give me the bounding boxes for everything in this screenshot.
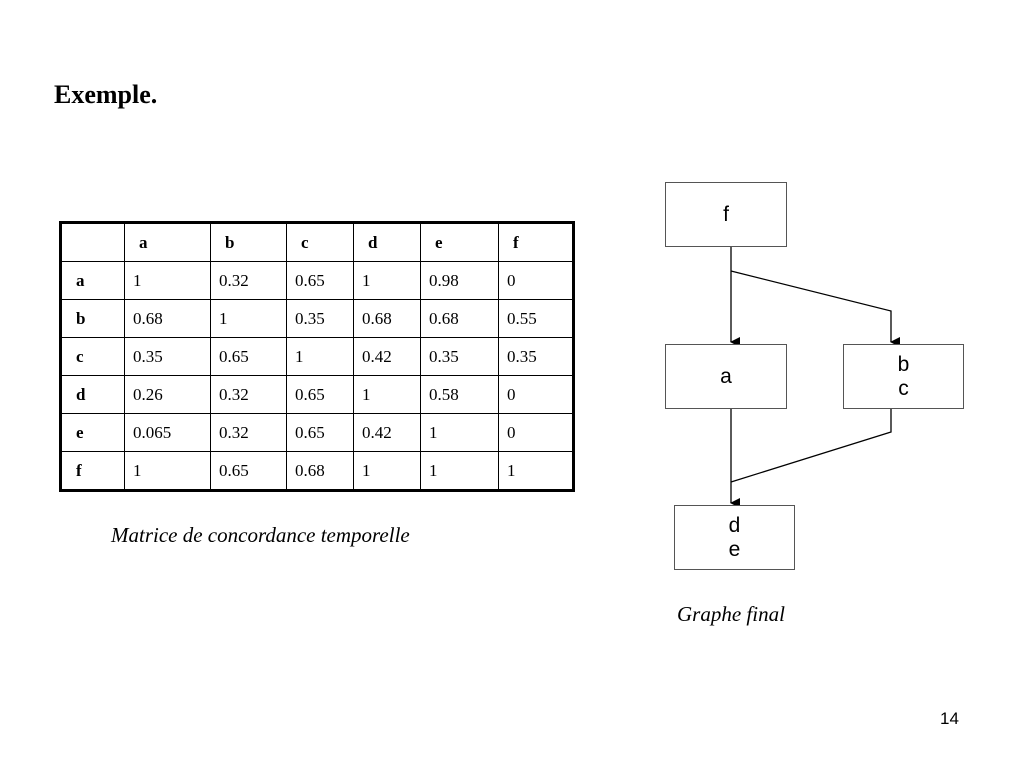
matrix-cell: 1	[124, 451, 211, 491]
matrix-cell: 1	[353, 261, 421, 300]
graph-caption: Graphe final	[677, 602, 785, 626]
matrix-cell: 0.65	[210, 451, 287, 491]
matrix-row-header: b	[60, 299, 125, 338]
matrix-cell: 0.68	[124, 299, 211, 338]
matrix-cell: 0.35	[124, 337, 211, 376]
matrix-column-header: c	[286, 222, 354, 262]
page-number: 14	[940, 709, 959, 728]
matrix-cell: 0.26	[124, 375, 211, 414]
graph-node-label: e	[728, 537, 741, 561]
matrix-cell: 1	[420, 451, 499, 491]
matrix-cell: 0.35	[286, 299, 354, 338]
table-row: d 0.26 0.32 0.65 1 0.58 0	[60, 375, 574, 414]
graph-node-label: b	[897, 352, 910, 376]
matrix-column-header: e	[420, 222, 499, 262]
concordance-matrix: a b c d e f a 1 0.32 0.65 1 0.98 0 b 0.6…	[59, 221, 575, 492]
edge-bc-to-de	[730, 409, 892, 483]
matrix-cell: 0	[498, 261, 574, 300]
matrix-cell: 0.68	[286, 451, 354, 491]
matrix-row-header: f	[60, 451, 125, 491]
table-row: c 0.35 0.65 1 0.42 0.35 0.35	[60, 337, 574, 376]
table-row: f 1 0.65 0.68 1 1 1	[60, 451, 574, 491]
graph-node-de: d e	[674, 505, 795, 570]
matrix-cell: 0	[498, 413, 574, 452]
matrix-cell: 0.65	[286, 261, 354, 300]
matrix-cell: 1	[124, 261, 211, 300]
slide-title: Exemple.	[54, 80, 158, 109]
matrix-cell: 0.65	[210, 337, 287, 376]
matrix-cell: 0.32	[210, 413, 287, 452]
graph-node-label: f	[723, 202, 729, 226]
matrix-cell: 0.68	[353, 299, 421, 338]
matrix-caption: Matrice de concordance temporelle	[111, 523, 410, 547]
graph-node-f: f	[665, 182, 787, 247]
matrix-column-header: a	[124, 222, 211, 262]
matrix-cell: 0.68	[420, 299, 499, 338]
matrix-column-header: d	[353, 222, 421, 262]
matrix-header-row: a b c d e f	[60, 222, 574, 262]
graph-node-label: a	[720, 364, 732, 388]
matrix-cell: 1	[210, 299, 287, 338]
matrix-column-header: f	[498, 222, 574, 262]
matrix-row-header: a	[60, 261, 125, 300]
matrix-cell: 1	[498, 451, 574, 491]
matrix-cell: 0.55	[498, 299, 574, 338]
edge-f-to-bc	[730, 270, 900, 347]
matrix-cell: 0.35	[498, 337, 574, 376]
matrix-cell: 1	[420, 413, 499, 452]
graph-node-label: c	[898, 376, 909, 400]
matrix-cell: 0.065	[124, 413, 211, 452]
graph-node-a: a	[665, 344, 787, 409]
graph-node-label: d	[728, 513, 741, 537]
table-row: b 0.68 1 0.35 0.68 0.68 0.55	[60, 299, 574, 338]
matrix-cell: 0.65	[286, 413, 354, 452]
matrix-cell: 0.98	[420, 261, 499, 300]
graph-node-bc: b c	[843, 344, 964, 409]
matrix-cell: 1	[286, 337, 354, 376]
